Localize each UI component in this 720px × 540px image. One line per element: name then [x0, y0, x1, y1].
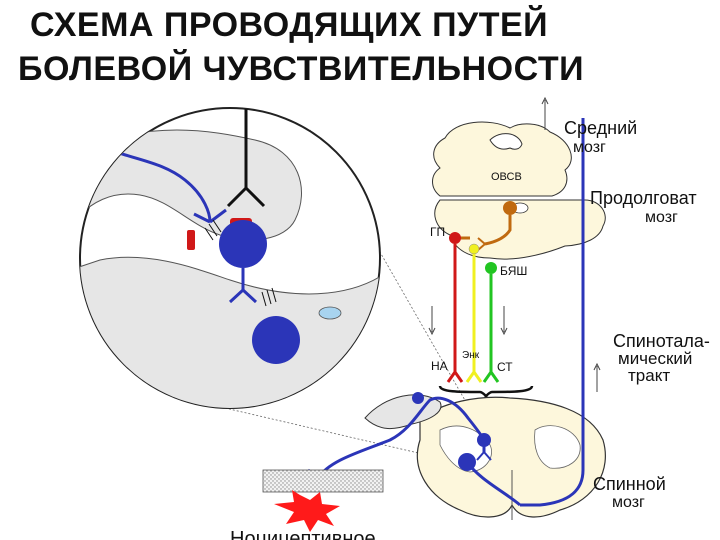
- dorsal-horn-neuron-1: [477, 433, 491, 447]
- dorsal-horn-neuron-2: [458, 453, 476, 471]
- label-st: СТ: [497, 360, 513, 374]
- up-arrow-icon: [541, 96, 601, 392]
- label-spinal-2: мозг: [612, 494, 645, 511]
- presynaptic-receptor: [187, 230, 195, 250]
- neuron-2: [252, 316, 300, 364]
- down-arrow-icon: [204, 219, 277, 307]
- label-medulla-1: Продолговат: [590, 188, 697, 208]
- title-line-2: БОЛЕВОЙ ЧУВСТВИТЕЛЬНОСТИ: [18, 50, 585, 88]
- label-midbrain-1: Средний: [564, 118, 637, 138]
- spinal-cord-section: [364, 394, 606, 520]
- byash-neuron: [485, 262, 497, 274]
- label-enk: Энк: [462, 350, 480, 361]
- label-spinal-1: Спинной: [593, 474, 666, 494]
- zoom-tissue-lower: [80, 256, 380, 408]
- label-midbrain-2: мозг: [573, 139, 606, 156]
- gp-neuron: [449, 232, 461, 244]
- medulla-section: [434, 199, 606, 260]
- convergence-brace: [438, 385, 534, 398]
- label-spinothalamic-3: тракт: [628, 366, 670, 385]
- down-arrow-icon: [428, 306, 508, 336]
- midbrain-section: [432, 121, 572, 197]
- label-nociceptive: Ноцицептивное: [230, 528, 376, 540]
- ganglion-cell: [412, 392, 424, 404]
- label-gp: ГП: [430, 225, 445, 239]
- starburst-icon: [274, 490, 340, 532]
- label-na: НА: [431, 359, 448, 373]
- label-spinothalamic-1: Спинотала-: [613, 331, 710, 351]
- title-line-1: СХЕМА ПРОВОДЯЩИХ ПУТЕЙ: [30, 6, 549, 44]
- spinothalamic-tract: [520, 118, 585, 507]
- label-medulla-2: мозг: [645, 209, 678, 226]
- vessel: [318, 306, 342, 320]
- dorsal-root-ganglion: [364, 394, 442, 429]
- descending-fibers: [446, 244, 500, 383]
- label-byash: БЯШ: [500, 264, 527, 278]
- primary-afferent-fiber: [99, 143, 212, 223]
- label-ovsv: ОВСВ: [491, 171, 522, 183]
- enk-neuron: [468, 243, 480, 255]
- skin-layer: [262, 469, 384, 493]
- zoom-circle: [79, 107, 381, 409]
- label-spinothalamic-2: мический: [618, 349, 692, 368]
- neuron-1: [219, 220, 267, 268]
